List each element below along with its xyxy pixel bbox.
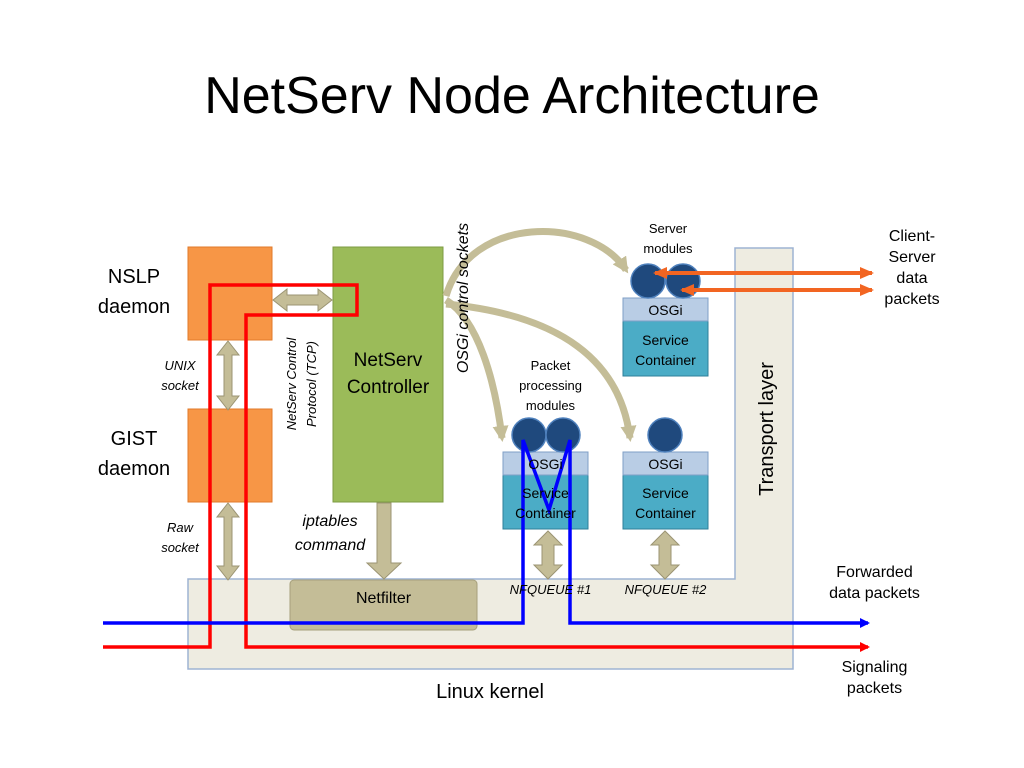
linux-kernel-label: Linux kernel (436, 681, 544, 703)
server-modules-label: Server modules (643, 221, 693, 256)
nfqueue-1-arrow (532, 530, 564, 580)
service-container-pp2 (622, 473, 709, 530)
netfilter-label: Netfilter (355, 590, 412, 607)
signaling-packet-path (103, 283, 870, 652)
packet-module-circle (511, 417, 547, 453)
slide-title: NetServ Node Architecture (204, 67, 820, 125)
netserv-controller-label: NetServ Controller (346, 350, 430, 398)
forwarded-packet-path (103, 439, 870, 628)
osgi-label-server: OSGi (648, 302, 683, 318)
service-container-label-server: Service Container (635, 332, 696, 368)
transport-layer-label: Transport layer (756, 362, 778, 496)
service-container-label-pp1: Service Container (515, 485, 576, 521)
iptables-command-label: iptables command (294, 513, 366, 554)
service-container-server (622, 320, 709, 377)
osgi-control-socket-arrow-server (442, 228, 629, 298)
osgi-control-sockets-label: OSGi control sockets (455, 222, 472, 374)
iptables-arrow (365, 502, 403, 580)
packet-module-circle (545, 417, 581, 453)
control-protocol-arrow (272, 287, 333, 313)
client-server-data-packets-label: Client- Server data packets (884, 228, 940, 308)
packet-processing-modules-label: Packet processing modules (519, 358, 582, 413)
osgi-label-pp2: OSGi (648, 456, 683, 472)
packet-module-circle (647, 417, 683, 453)
signaling-packets-label: Signaling packets (841, 659, 908, 697)
forwarded-data-packets-label: Forwarded data packets (829, 564, 920, 602)
netserv-controller-box (332, 246, 444, 503)
osgi-control-socket-arrow-pp2 (445, 300, 637, 442)
netfilter-box (289, 579, 478, 631)
netserv-control-protocol-label: NetServ Control Protocol (TCP) (284, 337, 319, 431)
nslp-daemon-box (187, 246, 273, 341)
osgi-band-server (622, 297, 709, 322)
nfqueue-1-label: NFQUEUE #1 (509, 582, 592, 597)
server-module-circle (665, 263, 701, 299)
linux-kernel-region (187, 247, 794, 670)
unix-socket-label: UNIX socket (161, 358, 199, 393)
service-container-label-pp2: Service Container (635, 485, 696, 521)
unix-socket-arrow (215, 340, 241, 411)
nfqueue-2-label: NFQUEUE #2 (624, 582, 707, 597)
osgi-label-pp1: OSGi (528, 456, 563, 472)
server-module-circle (630, 263, 666, 299)
nslp-daemon-label: NSLP daemon (97, 266, 171, 318)
gist-daemon-label: GIST daemon (97, 428, 171, 480)
raw-socket-arrow (215, 502, 241, 581)
nfqueue-2-arrow (649, 530, 681, 580)
raw-socket-label: Raw socket (161, 520, 199, 555)
gist-daemon-box (187, 408, 273, 503)
